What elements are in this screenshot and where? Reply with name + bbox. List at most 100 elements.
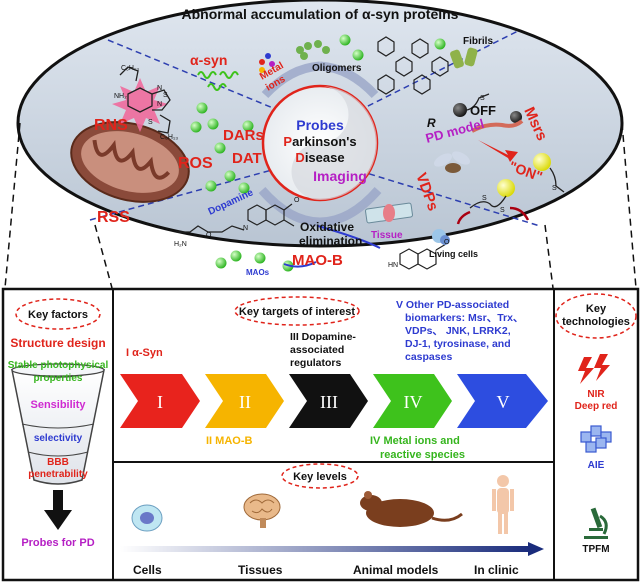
key-factors-title: Key factors: [28, 309, 88, 321]
level-cells: Cells: [133, 563, 162, 577]
center-parkinsons: Parkinson's: [283, 134, 356, 149]
cycle-arrows: [258, 61, 382, 227]
label-rss: RSS: [97, 209, 130, 226]
target-v-line5: caspases: [405, 351, 452, 363]
nir-lightning-icon: [578, 354, 610, 384]
factor-stable-line2: properties: [34, 373, 83, 384]
center-disease: Disease: [295, 150, 344, 165]
label-tissue: Tissue: [371, 230, 403, 241]
numeral-iii: III: [320, 392, 338, 412]
numeral-v: V: [497, 392, 510, 412]
key-levels-title-oval: [281, 463, 359, 489]
chevron-iv: [373, 374, 452, 428]
fibrils-icon: [450, 47, 478, 69]
fly-icon: [433, 151, 471, 173]
pd-model-worm-icon: [471, 119, 524, 133]
chevron-numerals: I II III IV V: [157, 392, 510, 412]
metal-ion-dots: [259, 53, 275, 73]
label-fibrils: Fibrils: [463, 36, 493, 47]
funnel-icon: [11, 363, 105, 485]
label-dars: DARs: [223, 127, 264, 144]
key-levels-title: Key levels: [293, 471, 347, 483]
connection-lines: [4, 122, 637, 289]
svg-text:HN: HN: [388, 262, 398, 269]
svg-text:C₆H₁₃: C₆H₁₃: [160, 134, 178, 141]
tech-deep-red: Deep red: [575, 401, 618, 412]
target-v-line2: biomarkers: Msr、Trx、: [405, 312, 523, 324]
key-tech-title-oval: [555, 293, 637, 339]
level-animal-models: Animal models: [353, 563, 439, 577]
label-maos: MAOs: [246, 268, 270, 277]
fluorophore-molecule-icon: [112, 66, 171, 134]
green-balls: [190, 34, 446, 272]
alpha-syn-squiggles: [197, 71, 239, 91]
numeral-ii: II: [239, 392, 251, 412]
numeral-i: I: [157, 392, 163, 412]
numeral-iv: IV: [404, 392, 423, 412]
maos-arrow: [283, 261, 317, 268]
svg-text:O: O: [206, 232, 212, 239]
svg-text:S: S: [552, 185, 557, 192]
svg-text:N: N: [243, 225, 248, 232]
tissue-slide-icon: [365, 202, 413, 224]
target-v-line3: VDPs、 JNK, LRRK2,: [405, 325, 511, 337]
target-v-line4: DJ-1, tyrosinase, and: [405, 338, 511, 350]
tech-tpfm: TPFM: [582, 544, 609, 555]
label-oligomers: Oligomers: [312, 63, 362, 74]
level-in-clinic: In clinic: [474, 563, 519, 577]
svg-text:O: O: [444, 239, 450, 246]
atom-labels: C₆H₁₃ C₆H₁₃ NH₂ N S N S O N O H₂N HN O S…: [114, 65, 557, 269]
microscope-icon: [584, 507, 608, 539]
label-dat: DAT: [232, 150, 262, 167]
down-arrow: [44, 490, 72, 530]
factor-probes-for-pd: Probes for PD: [21, 537, 94, 549]
label-off: OFF: [470, 103, 496, 118]
cell-icon: [131, 504, 163, 532]
factor-bbb: BBB: [47, 457, 69, 468]
chevron-ii: [205, 374, 284, 428]
mao-b-probe-molecule: [176, 203, 447, 270]
label-living-cells: Living cells: [429, 249, 478, 259]
aie-molecule-icon: [377, 36, 449, 95]
label-r: R: [427, 116, 436, 130]
svg-text:NH₂: NH₂: [114, 93, 127, 100]
target-iv-line2: reactive species: [380, 449, 465, 461]
chevron-i: [120, 374, 200, 428]
svg-text:N: N: [157, 101, 162, 108]
target-i-label: I α-Syn: [126, 347, 163, 359]
target-iii-line2: associated: [290, 344, 344, 356]
key-levels-box: [112, 461, 555, 581]
factor-penetrability: penetrability: [28, 469, 88, 480]
target-chevrons: [120, 374, 548, 428]
oligomers-icon: [296, 40, 330, 60]
banner-title: Abnormal accumulation of α-syn proteins: [182, 6, 459, 22]
factor-selectivity: selectivity: [34, 433, 83, 444]
on-arrow: [478, 140, 518, 162]
vdps-probe-icons: [453, 93, 565, 225]
aie-crystal-icon: [580, 425, 612, 453]
level-tissues: Tissues: [238, 563, 283, 577]
factor-stable-line1: Stable photophysical: [8, 360, 109, 371]
label-ros: ROS: [178, 155, 213, 172]
target-v-line1: V Other PD-associated: [396, 299, 509, 311]
key-tech-title-line2: technologies: [562, 316, 630, 328]
label-rns: RNS: [94, 117, 128, 134]
tech-nir: NIR: [587, 389, 605, 400]
target-ii-label: II MAO-B: [206, 435, 252, 447]
svg-text:S: S: [163, 92, 168, 99]
oxidation-arrow: [317, 225, 381, 249]
brain-icon: [243, 493, 281, 528]
center-imaging: Imaging: [313, 168, 367, 184]
target-iv-line1: IV Metal ions and: [370, 435, 460, 447]
key-tech-title-line1: Key: [586, 303, 607, 315]
svg-text:C₆H₁₃: C₆H₁₃: [121, 65, 139, 72]
label-elimination: elimination: [299, 234, 362, 248]
key-factors-title-oval: [15, 298, 101, 330]
svg-text:S: S: [480, 95, 485, 102]
chevron-v: [457, 374, 548, 428]
living-cells-icon: [432, 229, 450, 245]
svg-text:N: N: [157, 85, 162, 92]
key-targets-title-oval: [234, 296, 360, 326]
